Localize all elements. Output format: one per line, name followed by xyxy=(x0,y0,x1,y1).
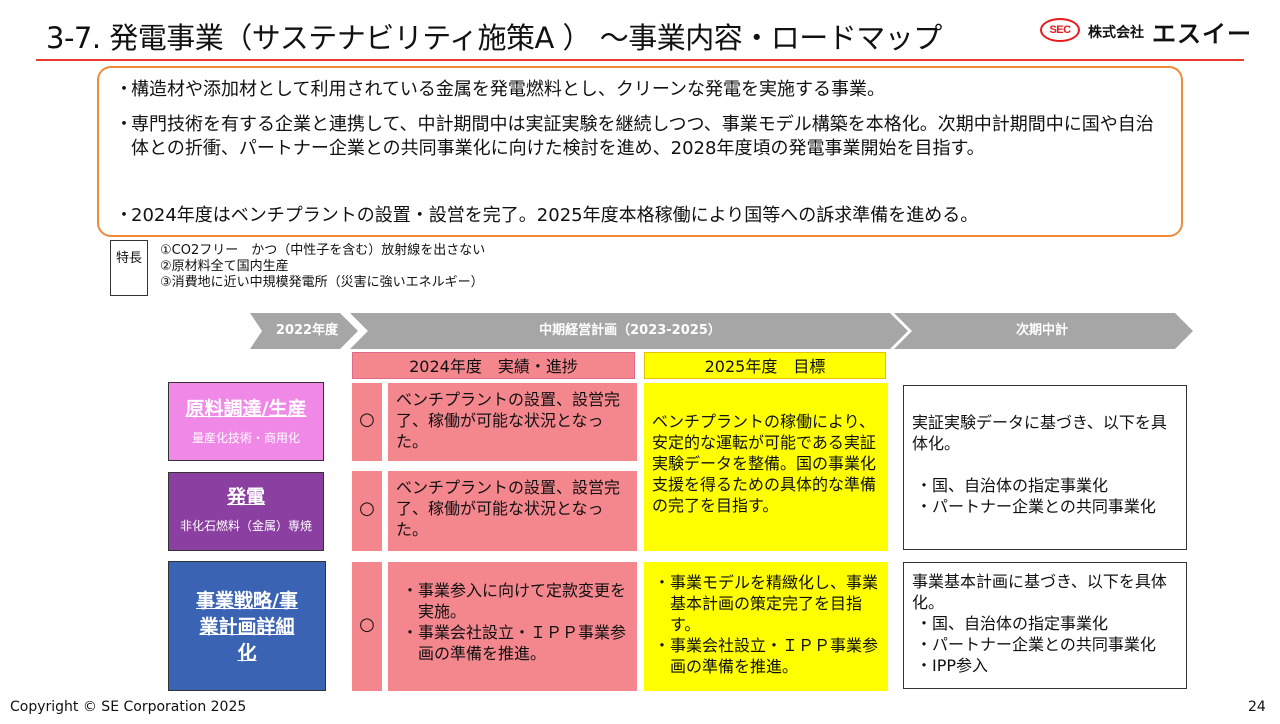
company-logo: SEC 株式会社 エスイー xyxy=(1040,14,1252,50)
category-title: 発電 xyxy=(226,486,265,508)
feature-item: ③消費地に近い中規模発電所（災害に強いエネルギー） xyxy=(160,275,484,290)
page-number: 24 xyxy=(1248,699,1266,715)
logo-company-prefix: 株式会社 xyxy=(1088,25,1144,41)
category-title: 事業戦略/事業計画詳細化 xyxy=(196,590,298,664)
sec-logo-mark: SEC xyxy=(1040,18,1080,42)
summary-bullet: ・ 構造材や添加材として利用されている金属を発電燃料とし、クリーンな発電を実施す… xyxy=(115,78,1175,102)
category-business-strategy: 事業戦略/事業計画詳細化 xyxy=(168,561,326,691)
phase-label-next: 次期中計 xyxy=(1015,323,1068,338)
bullet-text: 構造材や添加材として利用されている金属を発電燃料とし、クリーンな発電を実施する事… xyxy=(131,79,886,100)
phase-arrow-2022 xyxy=(250,313,358,349)
page-title: 3-7. 発電事業（サステナビリティ施策A ） ～事業内容・ロードマップ xyxy=(46,21,942,55)
features-tag: 特長 xyxy=(110,240,148,296)
logo-company-name: エスイー xyxy=(1152,20,1252,48)
next-plan-item: ・国、自治体の指定事業化 xyxy=(916,614,1109,633)
progress-cell: ベンチプラントの設置、設営完了、稼働が可能な状況となった。 xyxy=(388,471,637,551)
category-power-generation: 発電 非化石燃料（金属）専焼 xyxy=(168,472,324,551)
summary-bullet: ・ 専門技術を有する企業と連携して、中計期間中は実証実験を継続しつつ、事業モデル… xyxy=(115,113,1165,161)
features-list: ①CO2フリー かつ（中性子を含む）放射線を出さない ②原材料全て国内生産 ③消… xyxy=(160,243,485,291)
next-plan-item: ・IPP参入 xyxy=(916,656,989,675)
progress-item: ・事業会社設立・ＩＰＰ事業参画の準備を推進。 xyxy=(402,623,627,663)
title-underline xyxy=(36,59,1244,61)
next-plan-cell: 事業基本計画に基づき、以下を具体化。 ・国、自治体の指定事業化 ・パートナー企業… xyxy=(903,562,1187,689)
next-plan-text: 事業基本計画に基づき、以下を具体化。 xyxy=(912,572,1167,612)
next-plan-item: ・パートナー企業との共同事業化 xyxy=(916,635,1156,654)
feature-item: ①CO2フリー かつ（中性子を含む）放射線を出さない xyxy=(160,243,486,258)
status-mark: ○ xyxy=(352,383,382,461)
bullet-dot: ・ xyxy=(115,114,133,135)
next-plan-text: 実証実験データに基づき、以下を具体化。 xyxy=(912,413,1167,453)
target-item: ・事業会社設立・ＩＰＰ事業参画の準備を推進。 xyxy=(654,636,879,676)
summary-box: ・ 構造材や添加材として利用されている金属を発電燃料とし、クリーンな発電を実施す… xyxy=(97,66,1183,237)
feature-item: ②原材料全て国内生産 xyxy=(160,259,289,274)
phase-arrow-next xyxy=(894,313,1193,349)
timeline-arrows xyxy=(250,313,1193,349)
next-plan-cell: 実証実験データに基づき、以下を具体化。 ・国、自治体の指定事業化 ・パートナー企… xyxy=(903,385,1187,550)
progress-column-header: 2024年度 実績・進捗 xyxy=(352,352,635,379)
phase-arrow-midterm xyxy=(350,313,908,349)
bullet-text: 2024年度はベンチプラントの設置・設営を完了。2025年度本格稼働により国等へ… xyxy=(131,205,979,226)
summary-bullet: ・ 2024年度はベンチプラントの設置・設営を完了。2025年度本格稼働により国… xyxy=(115,204,1175,228)
status-mark: ○ xyxy=(352,562,382,691)
category-title: 原料調達/生産 xyxy=(185,398,307,420)
next-plan-item: ・国、自治体の指定事業化 xyxy=(916,476,1109,495)
bullet-text: 専門技術を有する企業と連携して、中計期間中は実証実験を継続しつつ、事業モデル構築… xyxy=(131,114,1154,159)
status-mark: ○ xyxy=(352,471,382,551)
category-subtitle: 量産化技術・商用化 xyxy=(191,431,300,445)
category-subtitle: 非化石燃料（金属）専焼 xyxy=(179,519,312,533)
bullet-dot: ・ xyxy=(115,205,133,226)
progress-cell: ・事業参入に向けて定款変更を実施。 ・事業会社設立・ＩＰＰ事業参画の準備を推進。 xyxy=(388,562,637,691)
progress-cell: ベンチプラントの設置、設営完了、稼働が可能な状況となった。 xyxy=(388,383,637,461)
target-item: ・事業モデルを精緻化し、事業基本計画の策定完了を目指す。 xyxy=(654,573,879,634)
phase-label-2022: 2022年度 xyxy=(275,323,339,338)
target-cell: ベンチプラントの稼働により、安定的な運転が可能である実証実験データを整備。国の事… xyxy=(644,383,888,551)
target-cell: ・事業モデルを精緻化し、事業基本計画の策定完了を目指す。 ・事業会社設立・ＩＰＰ… xyxy=(644,562,888,691)
copyright: Copyright © SE Corporation 2025 xyxy=(10,699,247,715)
phase-label-midterm: 中期経営計画（2023-2025） xyxy=(539,323,721,338)
progress-item: ・事業参入に向けて定款変更を実施。 xyxy=(402,581,627,621)
target-column-header: 2025年度 目標 xyxy=(644,352,886,379)
category-material-procurement: 原料調達/生産 量産化技術・商用化 xyxy=(168,382,324,461)
next-plan-item: ・パートナー企業との共同事業化 xyxy=(916,497,1156,516)
bullet-dot: ・ xyxy=(115,79,133,100)
